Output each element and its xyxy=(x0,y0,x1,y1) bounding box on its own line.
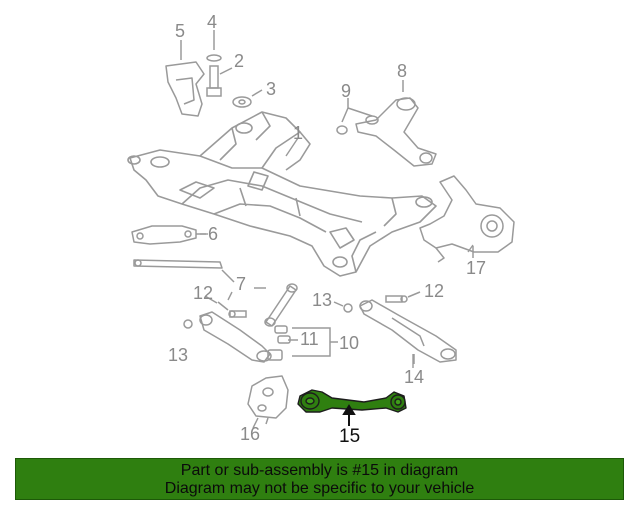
part-7-rods[interactable] xyxy=(133,259,298,327)
callout-17[interactable]: 17 xyxy=(466,258,487,278)
part-12-bolt-right[interactable] xyxy=(385,291,421,303)
part-11-bushings[interactable] xyxy=(274,325,298,344)
callout-11[interactable]: 11 xyxy=(300,329,319,349)
callout-2[interactable]: 2 xyxy=(234,51,245,71)
leader-lines xyxy=(200,137,474,429)
part-13-washer-right[interactable] xyxy=(333,301,353,313)
callout-4[interactable]: 4 xyxy=(207,12,218,32)
callout-12-left[interactable]: 12 xyxy=(193,283,214,303)
part-8-upper-arm[interactable] xyxy=(355,80,437,167)
callout-16[interactable]: 16 xyxy=(240,424,261,444)
part-15-leader-arrow xyxy=(342,404,356,426)
highlight-info-banner: Part or sub-assembly is #15 in diagram D… xyxy=(15,458,624,500)
part-2-bolt[interactable] xyxy=(206,65,233,97)
callout-15[interactable]: 15 xyxy=(339,426,361,447)
callout-8[interactable]: 8 xyxy=(397,61,408,81)
part-9-bushings[interactable] xyxy=(336,98,379,135)
callout-7[interactable]: 7 xyxy=(236,274,247,294)
callout-13-left[interactable]: 13 xyxy=(168,345,189,365)
callout-9[interactable]: 9 xyxy=(341,81,352,101)
part-16-bracket[interactable] xyxy=(247,375,289,425)
part-14-lower-arm[interactable] xyxy=(359,299,457,364)
banner-line-disclaimer: Diagram may not be specific to your vehi… xyxy=(164,480,475,497)
callout-13-right[interactable]: 13 xyxy=(312,290,333,310)
callout-3[interactable]: 3 xyxy=(266,79,277,99)
callout-6[interactable]: 6 xyxy=(208,224,219,244)
part-13-washer-left[interactable] xyxy=(183,319,193,329)
part-4-stud[interactable] xyxy=(206,30,222,62)
callout-1[interactable]: 1 xyxy=(293,123,304,143)
part-3-washer[interactable] xyxy=(232,89,263,108)
part-12-bolt-left[interactable] xyxy=(217,301,247,318)
part-15-highlighted-arm[interactable] xyxy=(297,389,407,413)
banner-line-part-number: Part or sub-assembly is #15 in diagram xyxy=(180,462,459,479)
part-5-bracket[interactable] xyxy=(165,40,205,117)
part-10-bracket-lines xyxy=(267,327,338,361)
callout-10[interactable]: 10 xyxy=(339,333,360,353)
part-17-knuckle[interactable] xyxy=(419,175,515,263)
part-6-bracket[interactable] xyxy=(131,225,206,245)
callout-5[interactable]: 5 xyxy=(175,21,186,41)
callout-12-right[interactable]: 12 xyxy=(424,281,445,301)
lower-arm-left[interactable] xyxy=(199,311,272,363)
part-1-subframe[interactable] xyxy=(127,111,437,277)
callout-14[interactable]: 14 xyxy=(404,367,425,387)
